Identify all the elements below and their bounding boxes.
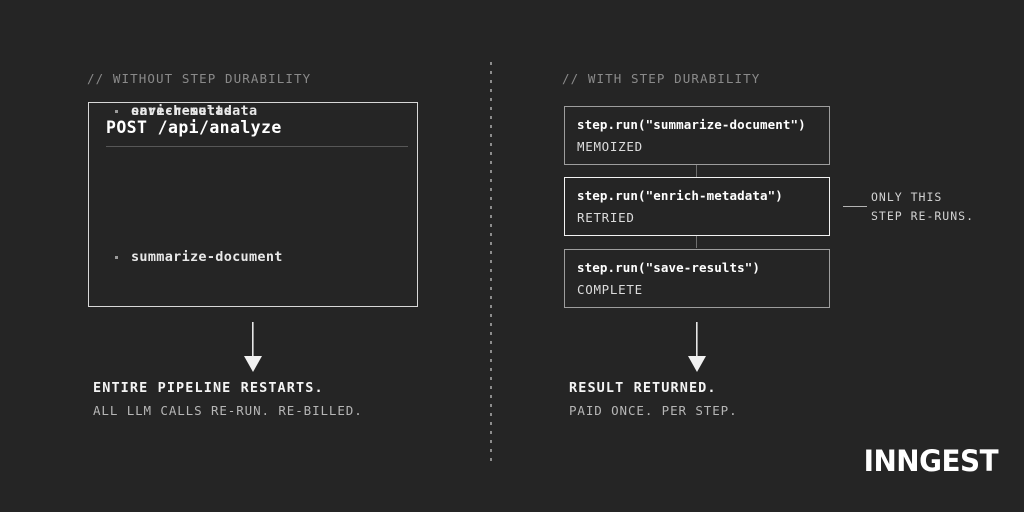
- left-section-comment: // WITHOUT STEP DURABILITY: [87, 71, 312, 86]
- down-arrow-icon: [244, 322, 262, 372]
- right-section-comment: // WITH STEP DURABILITY: [562, 71, 761, 86]
- monolith-step-label: enrich-metadata: [131, 103, 258, 119]
- durable-step-box-highlighted: step.run("enrich-metadata") RETRIED: [564, 177, 830, 236]
- inngest-wordmark: INNGEST: [863, 444, 998, 478]
- status-badge: COMPLETE: [577, 282, 643, 297]
- status-badge: MEMOIZED: [577, 139, 643, 154]
- bullet-dot-icon: [115, 255, 118, 259]
- monolith-step-label: summarize-document: [131, 249, 283, 265]
- callout-line-1: ONLY THIS: [871, 190, 943, 204]
- left-outcome: ENTIRE PIPELINE RESTARTS. ALL LLM CALLS …: [93, 380, 363, 418]
- monolith-step-label: save-results: [131, 103, 233, 119]
- list-item: summarize-document: [115, 249, 283, 265]
- step-connector: [696, 165, 697, 177]
- monolith-request-card: POST /api/analyze summarize-document enr…: [88, 102, 418, 307]
- right-outcome-detail: PAID ONCE. PER STEP.: [569, 403, 738, 418]
- step-connector: [696, 236, 697, 248]
- left-outcome-detail: ALL LLM CALLS RE-RUN. RE-BILLED.: [93, 403, 363, 418]
- list-item: save-results: [115, 103, 232, 119]
- durable-step-code: step.run("save-results"): [577, 260, 761, 275]
- bullet-dot-icon: [115, 109, 118, 113]
- left-outcome-headline: ENTIRE PIPELINE RESTARTS.: [93, 380, 324, 396]
- callout-leader-line: [843, 206, 867, 207]
- vertical-dotted-divider: [490, 62, 492, 462]
- callout-line-2: STEP RE-RUNS.: [871, 209, 975, 223]
- status-badge: RETRIED: [577, 210, 635, 225]
- durable-step-code: step.run("summarize-document"): [577, 117, 806, 132]
- card-divider: [106, 146, 408, 147]
- durable-step-box: step.run("save-results") COMPLETE: [564, 249, 830, 308]
- down-arrow-icon: [688, 322, 706, 372]
- right-outcome: RESULT RETURNED. PAID ONCE. PER STEP.: [569, 380, 738, 418]
- retry-callout: ONLY THIS STEP RE-RUNS.: [871, 188, 974, 226]
- durable-step-code: step.run("enrich-metadata"): [577, 188, 783, 203]
- monolith-endpoint-title: POST /api/analyze: [106, 118, 282, 137]
- right-outcome-headline: RESULT RETURNED.: [569, 380, 717, 396]
- durable-step-box: step.run("summarize-document") MEMOIZED: [564, 106, 830, 165]
